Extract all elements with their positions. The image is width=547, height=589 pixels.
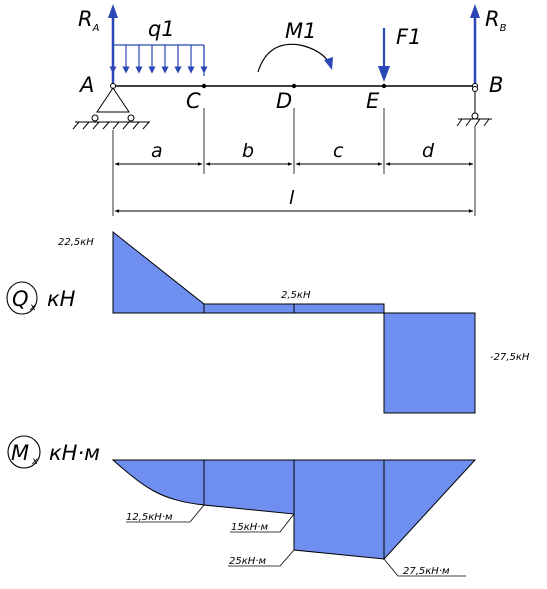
svg-text:Q: Q bbox=[12, 287, 29, 311]
point-a-label: A bbox=[78, 73, 94, 97]
moment-area-cd bbox=[203, 459, 295, 515]
reaction-b-label: RB bbox=[485, 7, 507, 34]
moment-label-c: 12,5кН·м bbox=[126, 512, 173, 523]
shear-label-right: -27,5кН bbox=[490, 352, 530, 363]
pin-support-a bbox=[72, 87, 150, 130]
span-b-label: b bbox=[242, 140, 254, 162]
span-a-label: a bbox=[151, 140, 163, 162]
shear-label-middle: 2,5кН bbox=[281, 290, 311, 301]
svg-text:x: x bbox=[31, 456, 38, 467]
moment-axis-title: M x кН·м bbox=[7, 435, 100, 469]
reaction-a-label: RA bbox=[78, 7, 100, 34]
span-total-label: l bbox=[289, 187, 295, 209]
svg-text:x: x bbox=[29, 302, 36, 313]
span-c-label: c bbox=[333, 140, 344, 162]
moment-area-ac bbox=[111, 459, 205, 506]
svg-text:M: M bbox=[11, 441, 29, 465]
moment-m1-arrow bbox=[257, 43, 331, 73]
moment-area-eb bbox=[383, 459, 477, 561]
beam-scheme: RA RB q1 M1 F1 bbox=[72, 4, 507, 216]
point-c-marker bbox=[201, 83, 207, 89]
shear-area-ac bbox=[112, 230, 205, 314]
moment-diagram: 12,5кН·м 15кН·м 25кН·м 27,5кН·м M x кН·м bbox=[7, 435, 477, 577]
moment-label-d-right: 25кН·м bbox=[229, 556, 266, 567]
shear-diagram: 22,5кН 2,5кН -27,5кН Q x кН bbox=[6, 230, 530, 414]
shear-axis-title: Q x кН bbox=[6, 281, 76, 315]
point-d-marker bbox=[291, 83, 297, 89]
point-e-label: E bbox=[366, 89, 380, 113]
dimension-extension-lines bbox=[112, 108, 476, 216]
shear-area-eb bbox=[383, 312, 476, 414]
shear-label-left: 22,5кН bbox=[58, 237, 94, 248]
moment-label-d-left: 15кН·м bbox=[231, 522, 268, 533]
moment-label-e: 27,5кН·м bbox=[403, 566, 450, 577]
reaction-b-arrow bbox=[470, 4, 480, 84]
moment-leader-lines bbox=[126, 504, 466, 577]
point-b-label: B bbox=[489, 73, 503, 97]
point-c-label: C bbox=[186, 89, 201, 113]
point-e-marker bbox=[381, 83, 387, 89]
svg-text:кН·м: кН·м bbox=[49, 441, 100, 465]
distributed-load-q1 bbox=[109, 44, 208, 76]
roller-support-b bbox=[456, 86, 492, 127]
svg-text:кН: кН bbox=[47, 287, 76, 311]
force-f1-label: F1 bbox=[396, 25, 421, 49]
force-f1-arrow bbox=[378, 28, 390, 82]
point-d-label: D bbox=[276, 89, 292, 113]
load-q1-label: q1 bbox=[148, 17, 175, 41]
moment-m1-label: M1 bbox=[285, 19, 316, 43]
span-d-label: d bbox=[422, 140, 435, 162]
moment-area-de bbox=[293, 459, 385, 560]
